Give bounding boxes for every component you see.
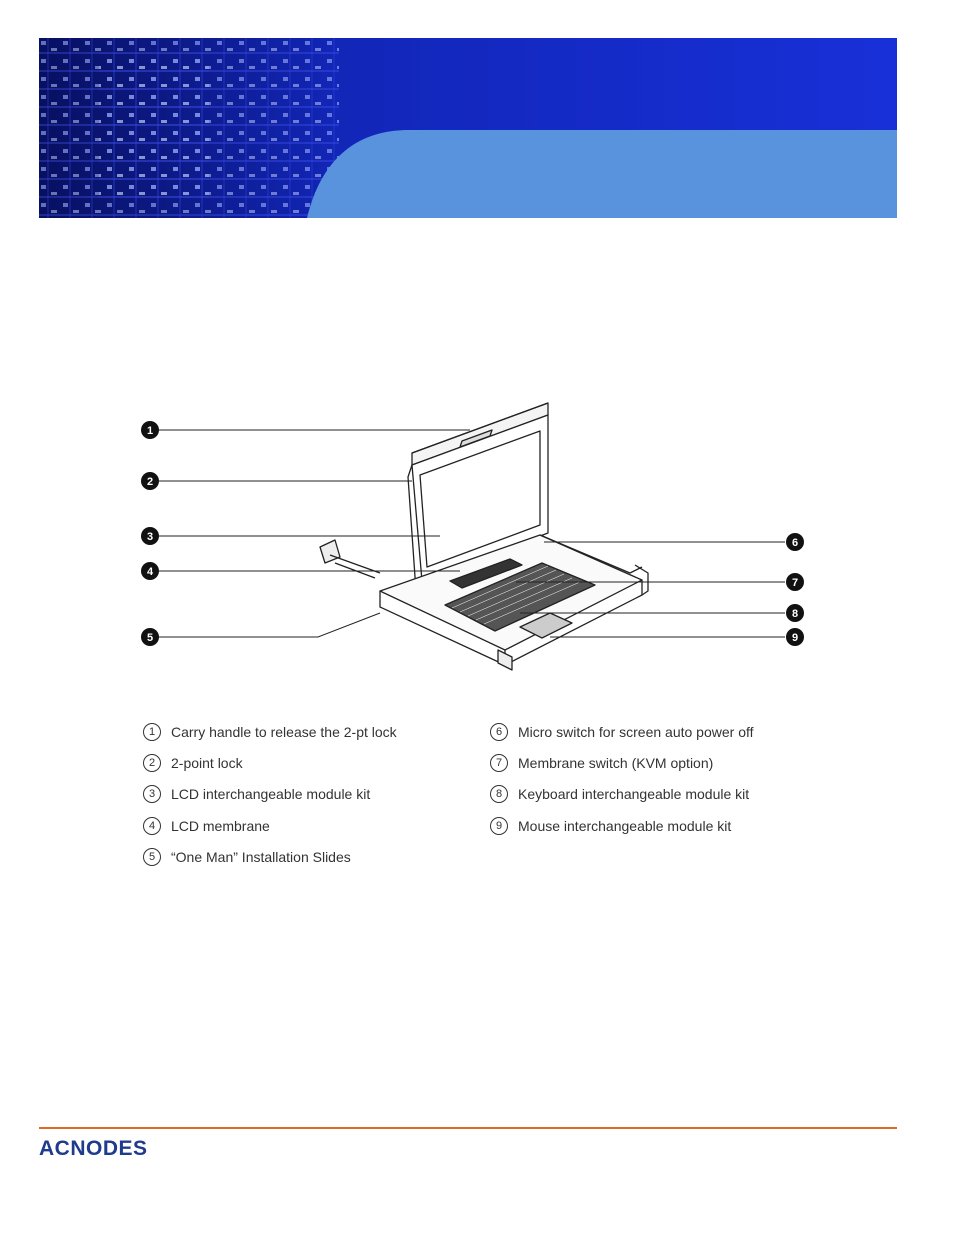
- legend-number-9: 9: [490, 816, 508, 835]
- legend-item: 7 Membrane switch (KVM option): [490, 747, 754, 778]
- legend-text-5: “One Man” Installation Slides: [171, 848, 351, 865]
- legend-text-9: Mouse interchangeable module kit: [518, 817, 732, 834]
- kvm-drawer-diagram: 1 2 3 4 5 6 7: [130, 395, 820, 685]
- legend-number-3: 3: [143, 785, 161, 804]
- legend-text-8: Keyboard interchangeable module kit: [518, 786, 750, 803]
- circuit-board-graphic: [39, 38, 897, 218]
- footer-rule: [39, 1127, 897, 1129]
- legend-item: 1 Carry handle to release the 2-pt lock: [143, 716, 397, 747]
- lcd-kvm-illustration: 1 2 3 4 5 6 7: [141, 402, 804, 671]
- legend-text-3: LCD interchangeable module kit: [171, 786, 371, 803]
- legend-left-column: 1 Carry handle to release the 2-pt lock …: [143, 716, 397, 872]
- legend-text-6: Micro switch for screen auto power off: [518, 723, 754, 740]
- callout-1-label: 1: [147, 425, 153, 437]
- logo-text: ACNODES: [39, 1137, 148, 1159]
- legend-item: 5 “One Man” Installation Slides: [143, 841, 397, 872]
- callout-8: 8: [786, 604, 804, 622]
- callout-3-label: 3: [147, 531, 153, 543]
- acnodes-logo-mark: ACNODES: [39, 1137, 148, 1160]
- callout-2-label: 2: [147, 476, 153, 488]
- legend-text-7: Membrane switch (KVM option): [518, 754, 714, 771]
- legend-number-2: 2: [143, 753, 161, 772]
- header-banner: [39, 38, 897, 218]
- callout-3: 3: [141, 527, 159, 545]
- callout-8-label: 8: [792, 608, 798, 620]
- callout-9: 9: [786, 628, 804, 646]
- callout-6-label: 6: [792, 537, 798, 549]
- acnodes-logo: ACNODES: [39, 1135, 199, 1160]
- callout-2: 2: [141, 472, 159, 490]
- callout-7-label: 7: [792, 577, 798, 589]
- legend-item: 2 2-point lock: [143, 747, 397, 778]
- legend-number-1: 1: [143, 722, 161, 741]
- callout-4-label: 4: [147, 566, 154, 578]
- callout-9-label: 9: [792, 632, 798, 644]
- callout-7: 7: [786, 573, 804, 591]
- legend-number-7: 7: [490, 753, 508, 772]
- callout-5: 5: [141, 628, 159, 646]
- legend-number-6: 6: [490, 722, 508, 741]
- legend-right-column: 6 Micro switch for screen auto power off…: [490, 716, 754, 841]
- legend-number-8: 8: [490, 785, 508, 804]
- legend-number-4: 4: [143, 816, 161, 835]
- callout-5-label: 5: [147, 632, 153, 644]
- legend-text-2: 2-point lock: [171, 754, 243, 771]
- legend-text-4: LCD membrane: [171, 817, 270, 834]
- callout-6: 6: [786, 533, 804, 551]
- legend-text-1: Carry handle to release the 2-pt lock: [171, 723, 397, 740]
- legend-item: 3 LCD interchangeable module kit: [143, 779, 397, 810]
- legend-item: 6 Micro switch for screen auto power off: [490, 716, 754, 747]
- legend-item: 9 Mouse interchangeable module kit: [490, 810, 754, 841]
- legend-item: 4 LCD membrane: [143, 810, 397, 841]
- callout-1: 1: [141, 421, 159, 439]
- callout-4: 4: [141, 562, 159, 580]
- legend-number-5: 5: [143, 847, 161, 866]
- legend-item: 8 Keyboard interchangeable module kit: [490, 779, 754, 810]
